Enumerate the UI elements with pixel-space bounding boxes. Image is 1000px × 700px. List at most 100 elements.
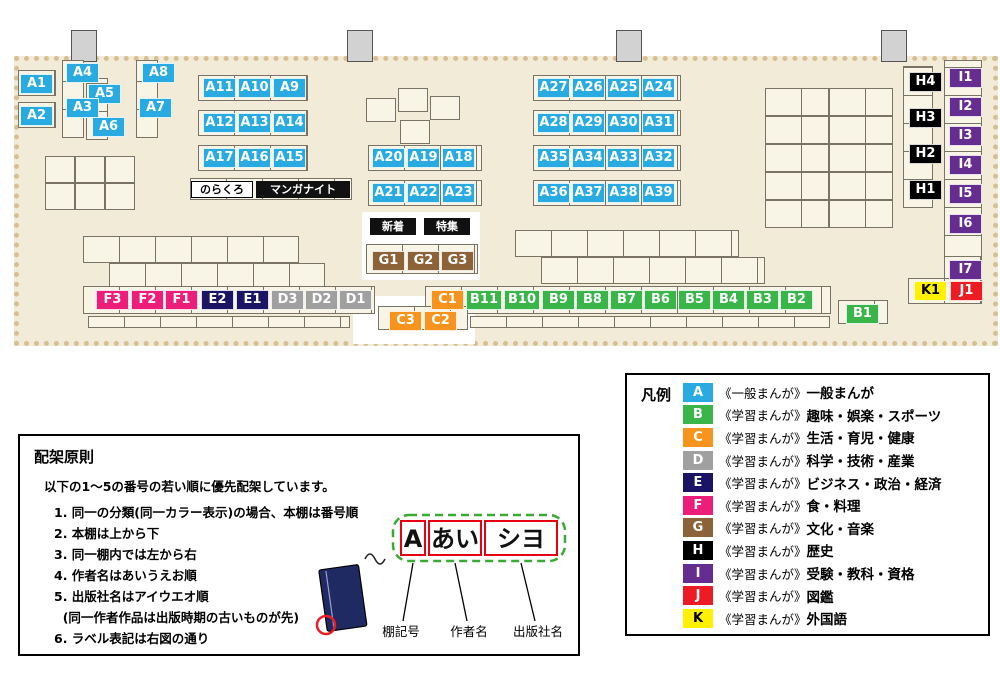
shelf-label-I1: I1: [949, 68, 982, 88]
shelf-label-A24: A24: [642, 78, 675, 98]
principles-rule: 2. 本棚は上から下: [54, 526, 160, 541]
label-example-box: A あい シヨ: [391, 513, 567, 563]
shelf-label-F1: F1: [165, 290, 198, 310]
shelf-label-A34: A34: [572, 148, 605, 168]
legend-color-chip: G: [683, 518, 713, 538]
shelf: [75, 156, 105, 183]
legend-scope-text: 《学習まんが》: [719, 408, 807, 424]
shelf-label-A22: A22: [407, 183, 440, 203]
legend-scope-text: 《学習まんが》: [719, 566, 807, 582]
shelf-label-A32: A32: [642, 148, 675, 168]
shelf-label-G1: G1: [372, 251, 405, 271]
legend-item-K: K《学習まんが》外国語: [683, 607, 942, 630]
shelf-label-F3: F3: [96, 290, 129, 310]
shelf-label-A21: A21: [372, 183, 405, 203]
legend-item-H: H 《学習まんが》歴史: [683, 539, 942, 562]
pillar: [347, 30, 373, 62]
shelf: [829, 172, 893, 200]
shelf-label-J1: J1: [950, 281, 983, 301]
shelf-label-A30: A30: [607, 113, 640, 133]
shelf-label-A36: A36: [537, 183, 570, 203]
shelf-label-B11: B11: [466, 290, 502, 310]
shelf: [829, 200, 893, 228]
shelf-label-I2: I2: [949, 97, 982, 117]
legend-color-chip: I: [683, 563, 713, 583]
shelf: [765, 144, 829, 172]
shelf: [83, 236, 299, 263]
shelf: [45, 183, 75, 210]
shelf-label-A4: A4: [66, 63, 99, 83]
shelf-label-A39: A39: [642, 183, 675, 203]
shelf-label-H3: H3: [909, 108, 942, 128]
shelf: [515, 230, 739, 257]
shelf-label-I7: I7: [949, 260, 982, 280]
shelf-label-A25: A25: [607, 78, 640, 98]
map-tag-新着: 新着: [370, 218, 416, 235]
pillar: [881, 30, 907, 62]
principles-rule: 3. 同一棚内では左から右: [54, 547, 197, 562]
map-tag-マンガナイト: マンガナイト: [256, 181, 350, 198]
shelf-label-A14: A14: [273, 113, 306, 133]
legend-color-chip: C: [683, 427, 713, 447]
principles-rule: 1. 同一の分類(同一カラー表示)の場合、本棚は番号順: [54, 505, 359, 520]
legend-item-G: G《学習まんが》文化・音楽: [683, 517, 942, 540]
legend-color-chip: E: [683, 473, 713, 493]
shelf-label-I6: I6: [949, 214, 982, 234]
shelf-label-H1: H1: [909, 180, 942, 200]
shelf-label-B3: B3: [746, 290, 779, 310]
principles-list: 1. 同一の分類(同一カラー表示)の場合、本棚は番号順 2. 本棚は上から下 3. …: [34, 502, 564, 649]
shelf-label-A10: A10: [238, 78, 271, 98]
shelf-label-H2: H2: [909, 144, 942, 164]
shelf-label-A9: A9: [273, 78, 306, 98]
pillar: [71, 30, 97, 62]
legend-color-chip: F: [683, 495, 713, 515]
legend-scope-text: 《学習まんが》: [719, 476, 807, 492]
principles-rule: 6. ラベル表記は右図の通り: [54, 631, 210, 646]
shelf: [45, 156, 75, 183]
shelf-label-B6: B6: [644, 290, 677, 310]
principles-panel: 配架原則 以下の1〜5の番号の若い順に優先配架しています。 1. 同一の分類(同…: [18, 434, 580, 656]
shelf: [366, 98, 396, 122]
shelf-label-A8: A8: [142, 63, 175, 83]
legend-scope-text: 《一般まんが》: [719, 385, 807, 401]
legend-item-F: F《学習まんが》食・料理: [683, 494, 942, 517]
shelf-label-A31: A31: [642, 113, 675, 133]
shelf-label-A20: A20: [372, 148, 405, 168]
legend-color-chip: D: [683, 450, 713, 470]
legend-scope-text: 《学習まんが》: [719, 543, 807, 559]
legend-color-chip: A: [683, 382, 713, 402]
legend-category-text: 食・料理: [806, 499, 861, 516]
shelf-label-I5: I5: [949, 184, 982, 204]
shelf-label-A2: A2: [20, 106, 53, 126]
legend-item-D: D《学習まんが》科学・技術・産業: [683, 449, 942, 472]
shelf: [829, 116, 893, 144]
shelf-label-A15: A15: [273, 148, 306, 168]
legend-color-chip: H: [683, 540, 713, 560]
legend-scope-text: 《学習まんが》: [719, 430, 807, 446]
segment-shelf-code: A: [404, 525, 423, 553]
shelf-label-D3: D3: [271, 290, 304, 310]
shelf-label-B5: B5: [678, 290, 711, 310]
legend-category-text: 歴史: [806, 544, 834, 561]
legend-scope-text: 《学習まんが》: [719, 521, 807, 537]
callout-lines: [402, 562, 536, 622]
legend-category-text: 受験・教科・資格: [806, 567, 915, 584]
shelf-label-C1: C1: [431, 290, 464, 310]
shelf-label-D2: D2: [305, 290, 338, 310]
shelf: [430, 96, 460, 120]
shelf-label-B9: B9: [542, 290, 575, 310]
shelf-label-A28: A28: [537, 113, 570, 133]
shelf-label-A6: A6: [92, 117, 125, 137]
legend-item-E: E《学習まんが》ビジネス・政治・経済: [683, 471, 942, 494]
shelf-label-C3: C3: [389, 311, 422, 331]
shelf: [829, 88, 893, 116]
shelf-label-A17: A17: [203, 148, 236, 168]
legend-color-chip: B: [683, 405, 713, 425]
legend-color-chip: J: [683, 586, 713, 606]
principles-rule: 5. 出版社名はアイウエオ順: [54, 589, 209, 604]
shelf-label-A3: A3: [66, 98, 99, 118]
legend-category-text: 図鑑: [806, 589, 834, 606]
shelf-label-G3: G3: [441, 251, 474, 271]
pillar: [616, 30, 642, 62]
